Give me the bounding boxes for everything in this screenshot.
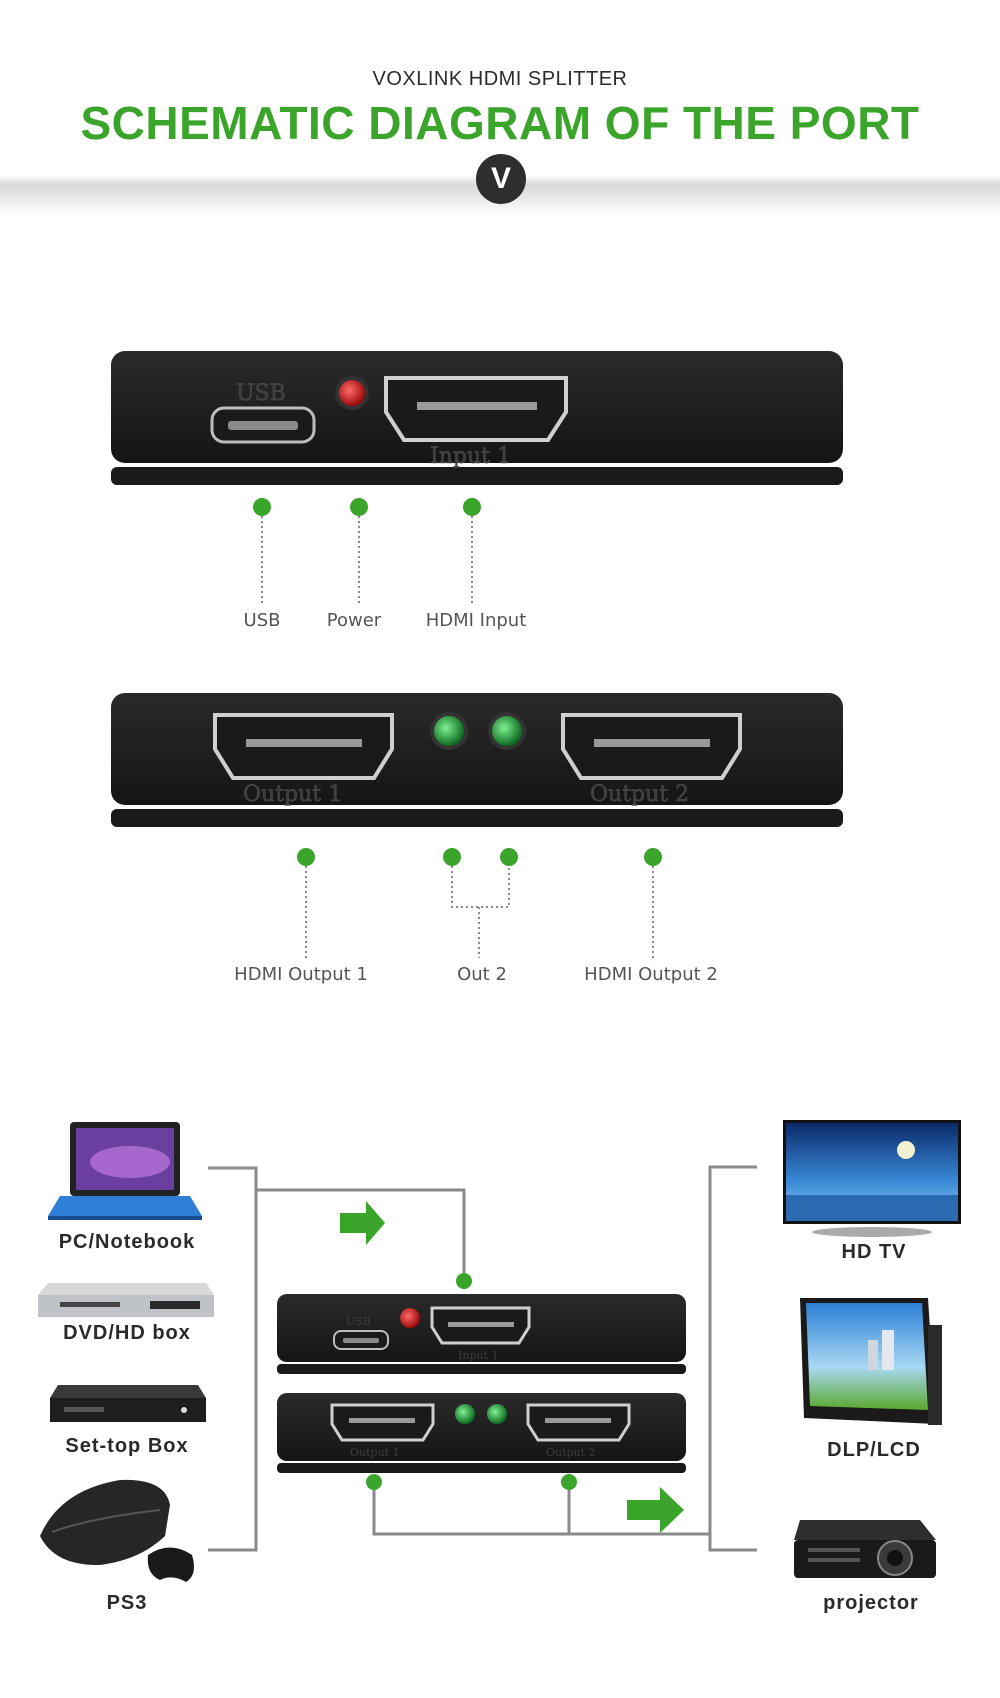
small-led-2 (487, 1404, 507, 1424)
dvd-player-icon (38, 1283, 214, 1317)
ps3-console-icon (40, 1479, 194, 1582)
set-top-box-icon (50, 1385, 206, 1422)
front-panel-base (111, 467, 843, 485)
callout-dot-power (350, 498, 368, 516)
output2-embossed-label: Output 2 (590, 782, 689, 807)
callout-dot-output2 (644, 848, 662, 866)
callout-hdmi-input: HDMI Input (426, 610, 527, 631)
source-set-top-box: Set-top Box (65, 1435, 188, 1457)
small-usb-embossed-label: USB (346, 1315, 371, 1328)
callout-usb: USB (244, 610, 281, 631)
page-title: SCHEMATIC DIAGRAM OF THE PORT (80, 97, 920, 149)
status-led-1 (434, 716, 464, 746)
source-pc-notebook: PC/Notebook (59, 1231, 196, 1253)
hdmi-input-port (384, 376, 568, 442)
display-hd-tv: HD TV (842, 1241, 907, 1263)
callout-dot-hdmi-input (463, 498, 481, 516)
output1-embossed-label: Output 1 (243, 782, 342, 807)
hdmi-output-1-port (213, 713, 394, 780)
input-connection-dot (456, 1273, 472, 1289)
input-arrow-icon (340, 1201, 385, 1245)
front-panel: USB Input 1 (111, 351, 843, 485)
callout-out-2: Out 2 (457, 964, 507, 985)
status-led-2 (492, 716, 522, 746)
small-back-panel: Output 1 Output 2 (277, 1393, 686, 1473)
small-output1-embossed-label: Output 1 (350, 1446, 400, 1459)
laptop-icon (48, 1122, 202, 1220)
small-power-led (400, 1308, 420, 1328)
callout-dot-usb (253, 498, 271, 516)
small-output2-embossed-label: Output 2 (546, 1446, 596, 1459)
callout-dot-led2 (500, 848, 518, 866)
output-arrow-icon (627, 1487, 684, 1533)
brand-logo: V (476, 154, 526, 204)
back-callouts: HDMI Output 1 Out 2 HDMI Output 2 (234, 848, 718, 985)
output2-connection-dot (561, 1474, 577, 1490)
callout-dot-led1 (443, 848, 461, 866)
power-led (339, 380, 365, 406)
small-input-embossed-label: Input 1 (458, 1349, 498, 1362)
micro-usb-port (210, 406, 316, 444)
callout-hdmi-output-2: HDMI Output 2 (584, 964, 718, 985)
small-led-1 (455, 1404, 475, 1424)
display-projector: projector (823, 1592, 919, 1614)
callout-hdmi-output-1: HDMI Output 1 (234, 964, 368, 985)
dlp-lcd-icon (800, 1298, 942, 1425)
projector-icon (794, 1520, 936, 1578)
source-ps3: PS3 (107, 1592, 148, 1614)
output-bracket (372, 1165, 757, 1552)
hdmi-output-2-port (561, 713, 742, 780)
callout-dot-output1 (297, 848, 315, 866)
callout-power: Power (327, 610, 382, 631)
usb-embossed-label: USB (236, 381, 286, 406)
front-callouts: USB Power HDMI Input (244, 498, 527, 631)
output1-connection-dot (366, 1474, 382, 1490)
small-front-panel: USB Input 1 (277, 1294, 686, 1374)
source-dvd-hd-box: DVD/HD box (63, 1322, 191, 1344)
back-panel: Output 1 Output 2 (111, 693, 843, 827)
source-bracket (208, 1166, 466, 1552)
input-embossed-label: Input 1 (430, 444, 511, 469)
display-dlp-lcd: DLP/LCD (827, 1439, 921, 1461)
brand-subtitle: VOXLINK HDMI SPLITTER (372, 68, 628, 90)
hd-tv-icon (783, 1120, 961, 1237)
back-panel-base (111, 809, 843, 827)
